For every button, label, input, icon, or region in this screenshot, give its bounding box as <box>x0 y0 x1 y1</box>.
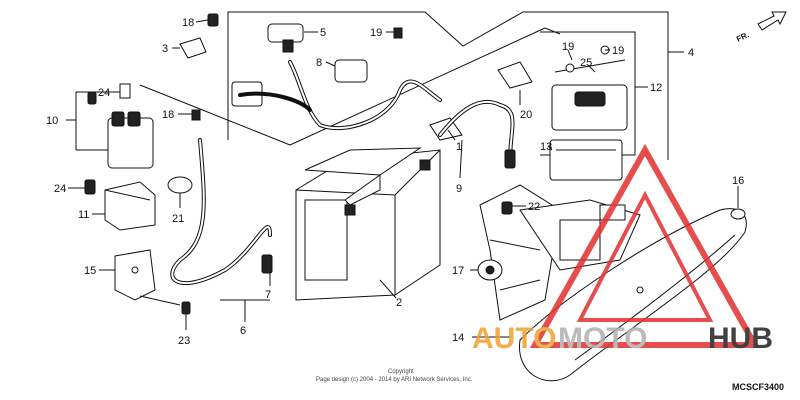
callout-13: 13 <box>540 141 552 153</box>
callout-9: 9 <box>456 183 462 195</box>
drawing-code: MCSCF3400 <box>732 382 784 392</box>
fuse-box <box>549 45 628 181</box>
copyright-line-2: Page design (c) 2004 - 2014 by ARI Netwo… <box>316 377 473 383</box>
relay-cover <box>84 179 156 231</box>
copyright-line-1: Copyright <box>388 369 414 375</box>
callout-19-left: 19 <box>562 41 574 53</box>
callout-14: 14 <box>452 332 464 344</box>
starter-relay <box>107 83 154 169</box>
callout-2: 2 <box>396 297 402 309</box>
callout-18-top: 18 <box>182 17 194 29</box>
arrow-right-icon <box>757 11 787 31</box>
watermark-moto: MOTO <box>558 322 647 355</box>
callout-15: 15 <box>84 265 96 277</box>
callout-19-right: 19 <box>612 45 624 57</box>
callout-20: 20 <box>520 109 532 121</box>
callout-4: 4 <box>688 47 694 59</box>
leader-lines <box>68 19 739 338</box>
callout-10: 10 <box>46 115 58 127</box>
callout-1: 1 <box>456 141 462 153</box>
warning-triangle-icon <box>529 143 761 348</box>
callout-7: 7 <box>265 289 271 301</box>
callout-16: 16 <box>732 175 744 187</box>
callout-23: 23 <box>178 335 190 347</box>
battery <box>295 147 441 301</box>
callouts: 18 5 19 4 3 8 19 25 19 24 18 12 10 20 1 … <box>46 17 744 347</box>
front-direction-indicator: FR. <box>735 11 787 44</box>
callout-18-mid: 18 <box>162 109 174 121</box>
watermark-auto: AUTO <box>472 322 556 355</box>
watermark: AUTO MOTO HUB <box>472 143 773 355</box>
callout-17: 17 <box>452 265 464 277</box>
callout-11: 11 <box>78 209 89 221</box>
group-frames <box>66 11 684 322</box>
callout-3: 3 <box>162 43 168 55</box>
callout-24-mid: 24 <box>54 183 66 195</box>
callout-19-top: 19 <box>370 27 382 39</box>
callout-21: 21 <box>172 213 184 225</box>
callout-8: 8 <box>316 57 322 69</box>
callout-6: 6 <box>240 325 246 337</box>
cables <box>170 60 516 286</box>
front-label: FR. <box>735 30 750 44</box>
bracket <box>114 249 181 306</box>
callout-22: 22 <box>528 201 540 213</box>
callout-12: 12 <box>650 82 662 94</box>
watermark-hub: HUB <box>708 322 773 355</box>
callout-25: 25 <box>580 57 592 69</box>
callout-24-top: 24 <box>98 87 110 99</box>
callout-5: 5 <box>320 27 326 39</box>
